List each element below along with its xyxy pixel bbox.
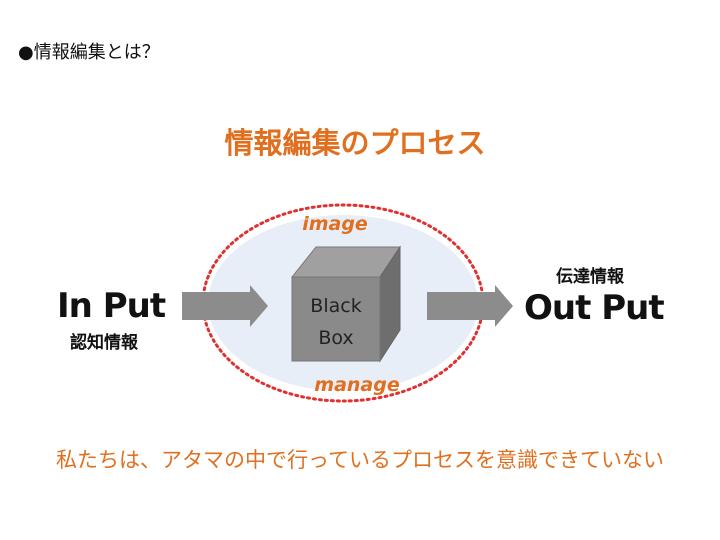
input-arrow — [182, 285, 268, 327]
output-label: Out Put — [524, 288, 665, 328]
black-box-label-2: Box — [318, 327, 353, 349]
black-box-cube — [290, 245, 401, 363]
slide-heading: ●情報編集とは？ — [18, 42, 160, 63]
input-sublabel: 認知情報 — [70, 333, 138, 353]
input-label: In Put — [57, 286, 166, 326]
ellipse-label-image: image — [302, 213, 368, 235]
ellipse-label-manage: manage — [314, 374, 400, 396]
black-box-label-1: Black — [310, 295, 361, 317]
diagram-title: 情報編集のプロセス — [224, 126, 486, 160]
output-sublabel: 伝達情報 — [556, 267, 624, 287]
footnote-text: 私たちは、アタマの中で行っているプロセスを意識できていない — [56, 448, 664, 472]
output-arrow — [427, 285, 513, 327]
